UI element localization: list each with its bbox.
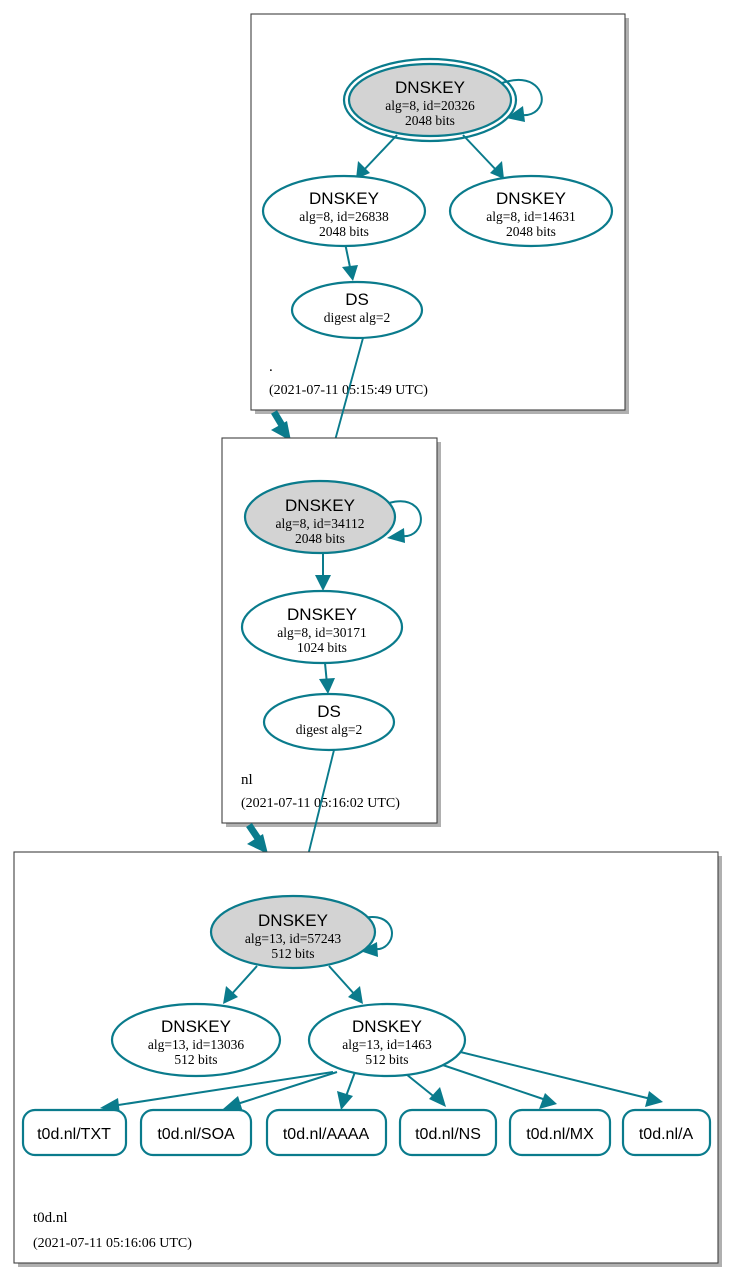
root-zsk26838-params: alg=8, id=26838 <box>299 209 389 224</box>
rrset-soa: t0d.nl/SOA <box>139 1108 253 1157</box>
root-zsk26838-size: 2048 bits <box>319 224 369 239</box>
edge-t0d-ksk-to-zsk13036 <box>223 965 258 1004</box>
t0d-zsk1463-size: 512 bits <box>365 1052 408 1067</box>
t0d-zsk13036-title: DNSKEY <box>161 1017 231 1036</box>
rrset-txt: t0d.nl/TXT <box>21 1108 128 1157</box>
edge-nl-zsk30171-to-ds <box>319 662 335 694</box>
t0d-zsk13036-size: 512 bits <box>174 1052 217 1067</box>
edge-t0d-zsk1463-to-rrset-soa <box>223 1071 338 1112</box>
nl-ds-title: DS <box>317 702 341 721</box>
t0d-zsk1463-ellipse <box>307 1002 467 1078</box>
nl-ksk-ellipse <box>243 479 397 555</box>
node-t0d-zsk-1463: DNSKEY alg=13, id=1463 512 bits <box>307 1002 467 1078</box>
root-zsk14631-ellipse <box>448 174 614 248</box>
root-ds-digest: digest alg=2 <box>324 310 390 325</box>
node-root-ds: DS digest alg=2 <box>290 280 424 340</box>
node-nl-ksk: DNSKEY alg=8, id=34112 2048 bits <box>243 479 397 555</box>
t0d-zsk1463-params: alg=13, id=1463 <box>342 1037 432 1052</box>
nl-zsk30171-title: DNSKEY <box>287 605 357 624</box>
t0d-ksk-size: 512 bits <box>271 946 314 961</box>
edge-zone-root-to-nl <box>270 410 291 441</box>
root-ksk-ellipse <box>347 62 513 138</box>
rrset-aaaa: t0d.nl/AAAA <box>265 1108 388 1157</box>
rrset-mx-label: t0d.nl/MX <box>526 1126 594 1143</box>
nl-zsk30171-size: 1024 bits <box>297 640 347 655</box>
root-ksk-trust-anchor-ring <box>342 57 518 143</box>
root-zsk14631-size: 2048 bits <box>506 224 556 239</box>
edge-root-zsk26838-to-ds <box>342 242 358 281</box>
nl-ds-digest: digest alg=2 <box>296 722 362 737</box>
root-zsk26838-title: DNSKEY <box>309 189 379 208</box>
root-ds-title: DS <box>345 290 369 309</box>
nl-ksk-size: 2048 bits <box>295 531 345 546</box>
edge-t0d-ksk-selfsign <box>360 916 393 957</box>
node-t0d-ksk: DNSKEY alg=13, id=57243 512 bits <box>209 894 377 970</box>
root-zsk14631-title: DNSKEY <box>496 189 566 208</box>
rrset-a-label: t0d.nl/A <box>639 1126 694 1143</box>
root-zsk14631-params: alg=8, id=14631 <box>486 209 575 224</box>
edge-t0d-ksk-to-zsk1463 <box>328 965 363 1004</box>
rrset-aaaa-label: t0d.nl/AAAA <box>283 1126 370 1143</box>
rrset-soa-box <box>139 1108 253 1157</box>
t0d-zsk13036-ellipse <box>110 1002 282 1078</box>
node-root-zsk-14631: DNSKEY alg=8, id=14631 2048 bits <box>448 174 614 248</box>
t0d-ksk-title: DNSKEY <box>258 911 328 930</box>
node-root-ksk: DNSKEY alg=8, id=20326 2048 bits <box>342 57 518 143</box>
edge-root-ksk-selfsign <box>501 78 543 122</box>
rrset-txt-box <box>21 1108 128 1157</box>
zone-root-name: . <box>269 359 273 375</box>
zone-t0dnl-timestamp: (2021-07-11 05:16:06 UTC) <box>33 1236 192 1251</box>
rrset-soa-label: t0d.nl/SOA <box>157 1126 235 1143</box>
root-ds-ellipse <box>290 280 424 340</box>
edge-root-ksk-to-zsk14631 <box>462 134 504 179</box>
rrset-mx-box <box>508 1108 612 1157</box>
root-ksk-params: alg=8, id=20326 <box>385 98 475 113</box>
rrset-mx: t0d.nl/MX <box>508 1108 612 1157</box>
t0d-ksk-params: alg=13, id=57243 <box>245 931 341 946</box>
edge-nl-ksk-to-zsk30171 <box>315 553 331 591</box>
zone-t0dnl-name: t0d.nl <box>33 1210 68 1226</box>
nl-zsk30171-params: alg=8, id=30171 <box>277 625 366 640</box>
nl-zsk30171-ellipse <box>240 589 404 665</box>
nl-ds-ellipse <box>262 692 396 752</box>
edge-root-ksk-to-zsk26838 <box>356 134 398 179</box>
t0d-zsk13036-params: alg=13, id=13036 <box>148 1037 244 1052</box>
nl-ksk-params: alg=8, id=34112 <box>276 516 365 531</box>
rrset-aaaa-box <box>265 1108 388 1157</box>
node-root-zsk-26838: DNSKEY alg=8, id=26838 2048 bits <box>261 174 427 248</box>
root-ksk-title: DNSKEY <box>395 78 465 97</box>
nl-ksk-title: DNSKEY <box>285 496 355 515</box>
t0d-ksk-ellipse <box>209 894 377 970</box>
root-zsk26838-ellipse <box>261 174 427 248</box>
edge-zone-nl-to-t0dnl <box>246 823 268 854</box>
rrset-ns-label: t0d.nl/NS <box>415 1126 481 1143</box>
rrset-ns-box <box>398 1108 498 1157</box>
node-nl-zsk-30171: DNSKEY alg=8, id=30171 1024 bits <box>240 589 404 665</box>
node-nl-ds: DS digest alg=2 <box>262 692 396 752</box>
edge-t0d-zsk1463-to-rrset-aaaa <box>337 1071 356 1110</box>
rrset-txt-label: t0d.nl/TXT <box>37 1126 111 1143</box>
edge-nl-ksk-selfsign <box>387 500 422 543</box>
node-t0d-zsk-13036: DNSKEY alg=13, id=13036 512 bits <box>110 1002 282 1078</box>
rrset-a-box <box>621 1108 712 1157</box>
root-ksk-size: 2048 bits <box>405 113 455 128</box>
rrset-a: t0d.nl/A <box>621 1108 712 1157</box>
zone-nl-name: nl <box>241 772 253 788</box>
edge-t0d-zsk1463-to-rrset-a <box>427 1043 663 1107</box>
rrset-ns: t0d.nl/NS <box>398 1108 498 1157</box>
t0d-zsk1463-title: DNSKEY <box>352 1017 422 1036</box>
